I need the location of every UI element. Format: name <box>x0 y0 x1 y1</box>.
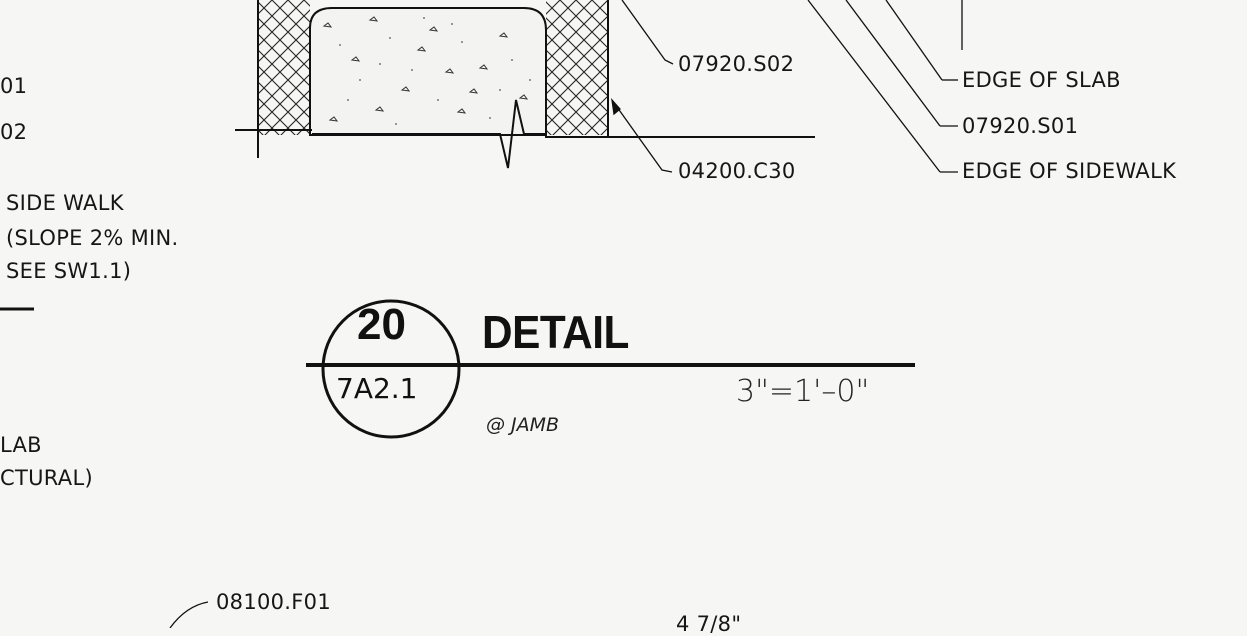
detail-tag <box>306 299 915 439</box>
callout-edge-of-slab: EDGE OF SLAB <box>962 68 1121 92</box>
callout-07920-s02: 07920.S02 <box>678 52 795 76</box>
detail-sheet-ref: 7A2.1 <box>336 372 418 405</box>
note-partial-02: 02 <box>0 120 28 144</box>
detail-scale: 3"=1'–0" <box>736 374 870 409</box>
wall-outlines <box>235 0 815 169</box>
callout-07920-s01: 07920.S01 <box>962 114 1079 138</box>
detail-subtitle: @ JAMB <box>486 414 560 436</box>
note-sidewalk-2: (SLOPE 2% MIN. <box>6 226 179 250</box>
note-partial-01: 01 <box>0 74 28 98</box>
callout-08100-f01: 08100.F01 <box>216 590 331 614</box>
dimension-partial: 4 7/8" <box>676 612 742 636</box>
note-slab-1: LAB <box>0 433 42 457</box>
leader-lines <box>0 0 963 628</box>
note-sidewalk-1: SIDE WALK <box>6 191 124 215</box>
detail-number: 20 <box>357 300 406 349</box>
detail-title: DETAIL <box>482 306 629 358</box>
callout-04200-c30: 04200.C30 <box>678 159 796 183</box>
note-sidewalk-3: SEE SW1.1) <box>6 259 132 283</box>
note-slab-2: CTURAL) <box>0 466 93 490</box>
callout-edge-of-sidewalk: EDGE OF SIDEWALK <box>962 159 1177 183</box>
concrete-block <box>309 7 547 136</box>
